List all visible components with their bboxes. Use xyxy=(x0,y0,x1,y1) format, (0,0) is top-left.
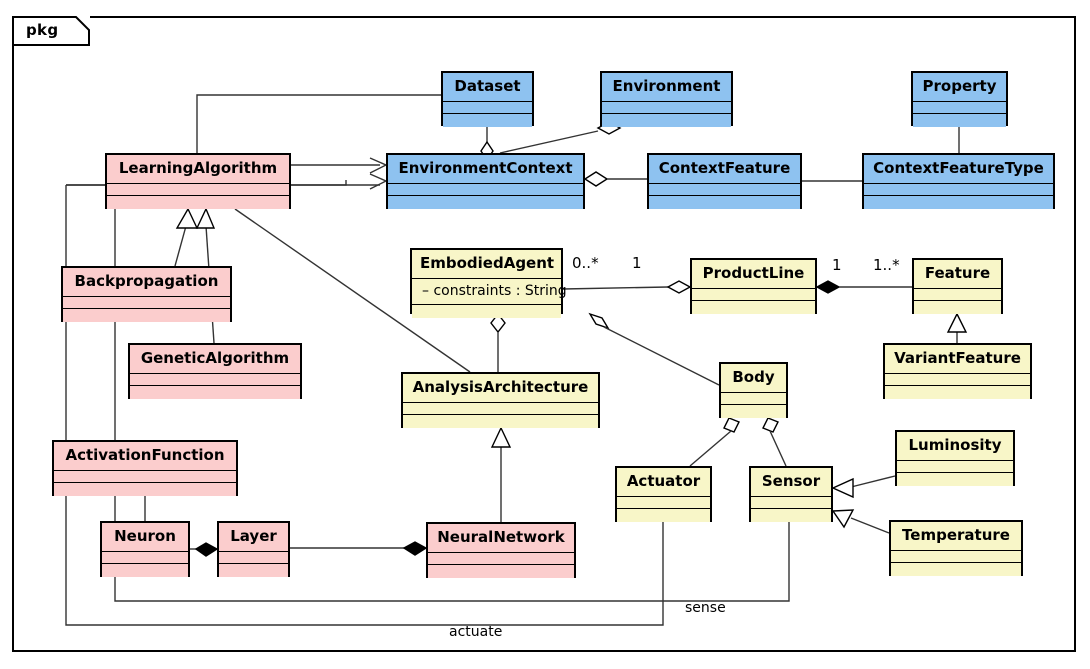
class-box-body[interactable]: Body xyxy=(719,362,788,418)
class-name-environmentcontext: EnvironmentContext xyxy=(388,155,583,184)
class-operation-compartment-temperature xyxy=(891,563,1021,576)
class-box-neuralnetwork[interactable]: NeuralNetwork xyxy=(426,522,576,578)
class-name-activationfunction: ActivationFunction xyxy=(54,442,236,471)
class-name-geneticalgorithm: GeneticAlgorithm xyxy=(130,345,300,374)
class-name-embodiedagent: EmbodiedAgent xyxy=(412,250,561,279)
class-operation-compartment-neuralnetwork xyxy=(428,565,574,578)
class-operation-compartment-layer xyxy=(219,564,288,577)
class-name-contextfeature: ContextFeature xyxy=(649,155,800,184)
class-box-sensor[interactable]: Sensor xyxy=(749,466,833,522)
class-name-analysisarchitecture: AnalysisArchitecture xyxy=(403,374,598,403)
class-box-actuator[interactable]: Actuator xyxy=(615,466,712,522)
class-box-variantfeature[interactable]: VariantFeature xyxy=(883,343,1032,399)
class-name-backpropagation: Backpropagation xyxy=(63,268,230,297)
class-name-sensor: Sensor xyxy=(751,468,831,497)
class-operation-compartment-environmentcontext xyxy=(388,196,583,209)
class-attribute-compartment-luminosity xyxy=(897,461,1013,473)
package-tab-shape xyxy=(12,16,90,46)
class-attribute-compartment-activationfunction xyxy=(54,471,236,483)
class-attribute-compartment-environment xyxy=(602,102,731,114)
class-box-feature[interactable]: Feature xyxy=(912,258,1003,314)
class-name-actuator: Actuator xyxy=(617,468,710,497)
class-operation-compartment-luminosity xyxy=(897,473,1013,486)
class-attribute-embodiedagent: – constraints : String xyxy=(412,279,567,305)
class-name-learningalgorithm: LearningAlgorithm xyxy=(107,155,289,184)
class-operation-compartment-sensor xyxy=(751,509,831,522)
class-operation-compartment-contextfeature xyxy=(649,196,800,209)
class-operation-compartment-embodiedagent xyxy=(412,305,561,318)
class-operation-compartment-body xyxy=(721,405,786,418)
class-name-neuron: Neuron xyxy=(102,523,188,552)
class-attribute-compartment-actuator xyxy=(617,497,710,509)
class-box-activationfunction[interactable]: ActivationFunction xyxy=(52,440,238,496)
class-name-dataset: Dataset xyxy=(443,73,532,102)
class-attribute-compartment-learningalgorithm xyxy=(107,184,289,196)
class-operation-compartment-feature xyxy=(914,301,1001,314)
class-box-temperature[interactable]: Temperature xyxy=(889,520,1023,576)
class-attribute-compartment-sensor xyxy=(751,497,831,509)
package-frame xyxy=(12,16,1076,652)
class-box-analysisarchitecture[interactable]: AnalysisArchitecture xyxy=(401,372,600,428)
class-box-contextfeaturetype[interactable]: ContextFeatureType xyxy=(862,153,1055,209)
class-box-contextfeature[interactable]: ContextFeature xyxy=(647,153,802,209)
class-attribute-compartment-environmentcontext xyxy=(388,184,583,196)
class-operation-compartment-analysisarchitecture xyxy=(403,415,598,428)
class-operation-compartment-property xyxy=(913,114,1006,127)
class-box-productline[interactable]: ProductLine xyxy=(690,258,817,314)
class-box-backpropagation[interactable]: Backpropagation xyxy=(61,266,232,322)
class-operation-compartment-neuron xyxy=(102,564,188,577)
class-operation-compartment-actuator xyxy=(617,509,710,522)
class-attribute-compartment-productline xyxy=(692,289,815,301)
class-name-contextfeaturetype: ContextFeatureType xyxy=(864,155,1053,184)
class-name-productline: ProductLine xyxy=(692,260,815,289)
class-attribute-compartment-neuralnetwork xyxy=(428,553,574,565)
class-name-variantfeature: VariantFeature xyxy=(885,345,1030,374)
class-attribute-compartment-contextfeaturetype xyxy=(864,184,1053,196)
class-name-property: Property xyxy=(913,73,1006,102)
class-box-dataset[interactable]: Dataset xyxy=(441,71,534,127)
class-name-body: Body xyxy=(721,364,786,393)
class-attribute-compartment-geneticalgorithm xyxy=(130,374,300,386)
class-attribute-compartment-analysisarchitecture xyxy=(403,403,598,415)
class-box-geneticalgorithm[interactable]: GeneticAlgorithm xyxy=(128,343,302,399)
class-box-embodiedagent[interactable]: EmbodiedAgent– constraints : String xyxy=(410,248,567,318)
class-operation-compartment-variantfeature xyxy=(885,386,1030,399)
class-attribute-compartment-neuron xyxy=(102,552,188,564)
package-label: pkg xyxy=(26,21,59,39)
class-box-learningalgorithm[interactable]: LearningAlgorithm xyxy=(105,153,291,209)
class-name-layer: Layer xyxy=(219,523,288,552)
class-attribute-compartment-property xyxy=(913,102,1006,114)
class-operation-compartment-activationfunction xyxy=(54,483,236,496)
class-box-neuron[interactable]: Neuron xyxy=(100,521,190,577)
class-operation-compartment-contextfeaturetype xyxy=(864,196,1053,209)
class-operation-compartment-learningalgorithm xyxy=(107,196,289,209)
class-name-luminosity: Luminosity xyxy=(897,432,1013,461)
class-attribute-compartment-dataset xyxy=(443,102,532,114)
class-name-environment: Environment xyxy=(602,73,731,102)
class-box-environmentcontext[interactable]: EnvironmentContext xyxy=(386,153,585,209)
class-operation-compartment-backpropagation xyxy=(63,309,230,322)
class-box-environment[interactable]: Environment xyxy=(600,71,733,127)
class-attribute-compartment-contextfeature xyxy=(649,184,800,196)
class-attribute-compartment-temperature xyxy=(891,551,1021,563)
class-name-feature: Feature xyxy=(914,260,1001,289)
class-attribute-compartment-variantfeature xyxy=(885,374,1030,386)
class-name-temperature: Temperature xyxy=(891,522,1021,551)
class-operation-compartment-geneticalgorithm xyxy=(130,386,300,399)
class-operation-compartment-productline xyxy=(692,301,815,314)
class-attribute-compartment-feature xyxy=(914,289,1001,301)
class-attribute-compartment-layer xyxy=(219,552,288,564)
class-box-property[interactable]: Property xyxy=(911,71,1008,127)
package-tab: pkg xyxy=(12,16,90,46)
class-attribute-compartment-body xyxy=(721,393,786,405)
class-box-luminosity[interactable]: Luminosity xyxy=(895,430,1015,486)
class-box-layer[interactable]: Layer xyxy=(217,521,290,577)
class-name-neuralnetwork: NeuralNetwork xyxy=(428,524,574,553)
class-operation-compartment-environment xyxy=(602,114,731,127)
class-attribute-compartment-backpropagation xyxy=(63,297,230,309)
class-operation-compartment-dataset xyxy=(443,114,532,127)
